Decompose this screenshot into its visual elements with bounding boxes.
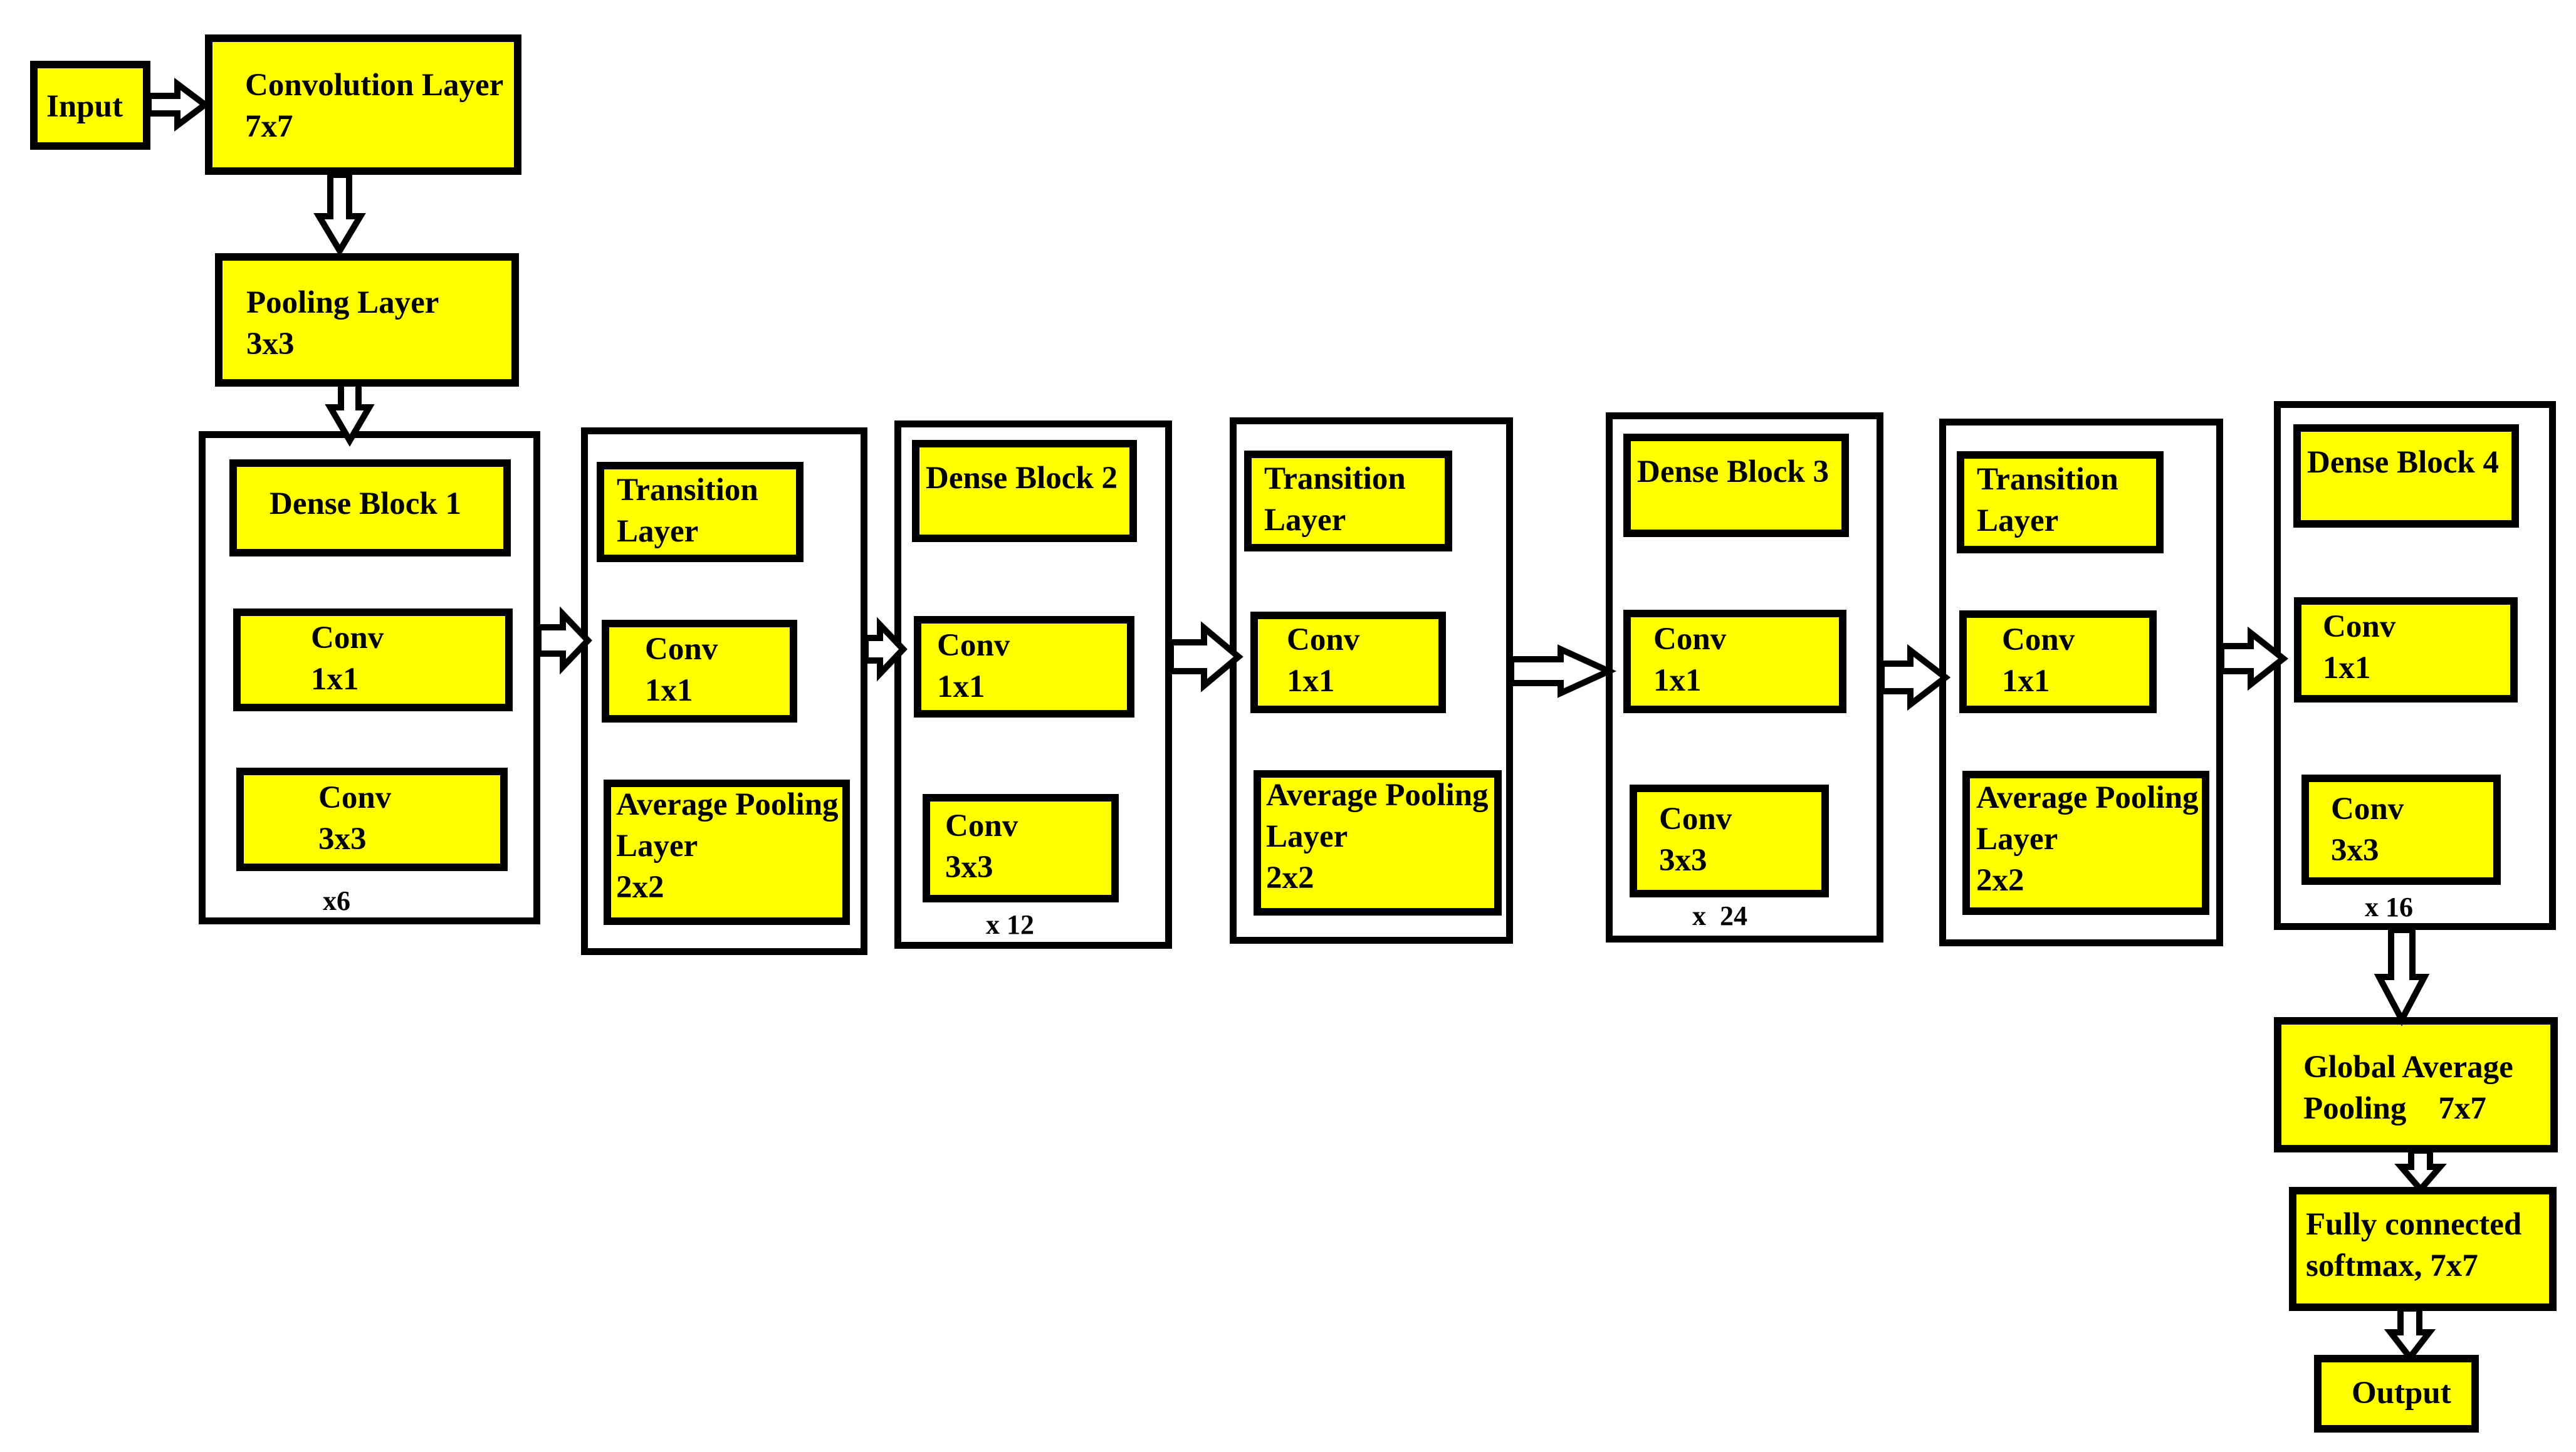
transition-layer-2-title: Transition Layer: [1264, 461, 1406, 538]
dense-block-4-conv-1x1: Conv 1x1: [2294, 597, 2518, 702]
transition-layer-1-conv-label: Conv 1x1: [645, 632, 718, 708]
fully-connected-label: Fully connected softmax, 7x7: [2306, 1207, 2522, 1283]
dense-block-2-conv-1x1-label: Conv 1x1: [937, 628, 1010, 704]
global-average-pooling-box: Global Average Pooling 7x7: [2274, 1017, 2558, 1152]
transition-layer-2-conv-1x1: Conv 1x1: [1250, 612, 1446, 713]
transition-layer-3-average-pooling: Average Pooling Layer 2x2: [1962, 771, 2209, 915]
dense-block-1-title: Dense Block 1: [270, 486, 461, 521]
pooling-layer-size: 3x3: [246, 326, 295, 362]
dense-block-3-conv-1x1: Conv 1x1: [1623, 610, 1846, 713]
arrow-pooling-to-dense-block-1: [325, 380, 375, 447]
convolution-layer-size: 7x7: [245, 109, 293, 144]
arrow-dense-block-1-to-transition-1: [535, 606, 592, 675]
arrow-dense-block-2-to-transition-2: [1168, 621, 1243, 692]
transition-layer-3-title: Transition Layer: [1977, 462, 2118, 538]
dense-block-2-repeat: x 12: [986, 909, 1034, 940]
dense-block-2-conv-1x1: Conv 1x1: [914, 616, 1134, 718]
arrow-input-to-convolution: [145, 78, 211, 132]
input-box: Input: [30, 61, 150, 150]
transition-layer-1-average-pooling: Average Pooling Layer 2x2: [604, 780, 850, 925]
arrow-global-pooling-to-fully-connected: [2394, 1147, 2447, 1194]
dense-block-3-title-box: Dense Block 3: [1623, 434, 1849, 537]
transition-layer-1-title: Transition Layer: [617, 473, 758, 549]
dense-block-2-title: Dense Block 2: [926, 461, 1118, 496]
output-box: Output: [2314, 1355, 2479, 1433]
transition-layer-1-pool-label: Average Pooling Layer 2x2: [616, 787, 839, 905]
dense-block-3-conv-3x3: Conv 3x3: [1630, 785, 1829, 897]
dense-block-3-conv-3x3-label: Conv 3x3: [1659, 802, 1732, 878]
transition-layer-1-title-box: Transition Layer: [597, 462, 804, 562]
input-label: Input: [46, 89, 123, 124]
transition-layer-2-conv-label: Conv 1x1: [1287, 622, 1360, 699]
output-label: Output: [2352, 1376, 2451, 1411]
convolution-layer-title: Convolution Layer: [245, 68, 504, 103]
dense-block-1-conv-1x1-label: Conv 1x1: [311, 620, 384, 697]
arrow-convolution-to-pooling: [313, 172, 366, 257]
fully-connected-box: Fully connected softmax, 7x7: [2289, 1187, 2557, 1311]
dense-block-4-title: Dense Block 4: [2307, 445, 2499, 480]
global-average-pooling-label: Global Average Pooling 7x7: [2303, 1050, 2513, 1126]
transition-layer-2-title-box: Transition Layer: [1244, 451, 1452, 551]
dense-block-1-title-box: Dense Block 1: [229, 459, 511, 556]
dense-block-1-repeat: x6: [323, 885, 350, 916]
dense-block-4-conv-3x3-label: Conv 3x3: [2331, 791, 2404, 868]
dense-block-4-repeat: x 16: [2365, 892, 2413, 922]
dense-block-1-conv-1x1: Conv 1x1: [233, 608, 513, 711]
arrow-transition-3-to-dense-block-4: [2218, 626, 2289, 691]
dense-block-3-conv-1x1-label: Conv 1x1: [1653, 622, 1727, 698]
dense-block-4-conv-1x1-label: Conv 1x1: [2323, 609, 2396, 686]
dense-block-4-conv-3x3: Conv 3x3: [2301, 775, 2501, 885]
arrow-transition-2-to-dense-block-3: [1508, 644, 1617, 698]
arrow-transition-1-to-dense-block-2: [862, 617, 908, 682]
transition-layer-1-conv-1x1: Conv 1x1: [602, 620, 797, 723]
transition-layer-2-average-pooling: Average Pooling Layer 2x2: [1254, 770, 1502, 916]
transition-layer-3-title-box: Transition Layer: [1957, 451, 2164, 553]
convolution-layer-box: Convolution Layer 7x7: [205, 34, 521, 175]
transition-layer-3-pool-label: Average Pooling Layer 2x2: [1976, 780, 2199, 898]
arrow-fully-connected-to-output: [2384, 1305, 2436, 1363]
dense-block-2-conv-3x3: Conv 3x3: [923, 794, 1119, 902]
transition-layer-2-pool-label: Average Pooling Layer 2x2: [1266, 778, 1489, 896]
transition-layer-3-conv-1x1: Conv 1x1: [1959, 610, 2157, 713]
transition-layer-3-conv-label: Conv 1x1: [2002, 622, 2075, 699]
pooling-layer-box: Pooling Layer 3x3: [215, 253, 519, 387]
dense-block-1-conv-3x3: Conv 3x3: [236, 768, 508, 871]
arrow-dense-block-3-to-transition-3: [1878, 644, 1951, 711]
pooling-layer-title: Pooling Layer: [246, 285, 439, 320]
dense-block-3-repeat: x 24: [1692, 901, 1747, 931]
dense-block-2-title-box: Dense Block 2: [912, 440, 1137, 542]
dense-block-2-conv-3x3-label: Conv 3x3: [945, 808, 1018, 885]
dense-block-1-conv-3x3-label: Conv 3x3: [318, 780, 392, 857]
dense-block-3-title: Dense Block 3: [1637, 454, 1829, 489]
dense-block-4-title-box: Dense Block 4: [2293, 424, 2519, 528]
arrow-dense-block-4-to-global-pooling: [2374, 927, 2430, 1026]
